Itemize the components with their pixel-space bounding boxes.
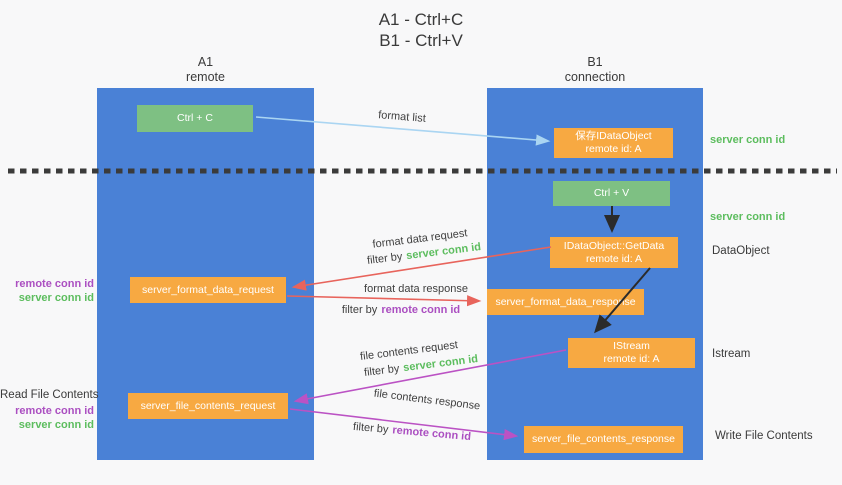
server-format-data-request-box: server_format_data_request — [130, 277, 286, 303]
istream-box: IStream remote id: A — [568, 338, 695, 368]
remote-conn-id-label: remote conn id — [15, 405, 94, 417]
filter-by-text: filter by — [366, 250, 404, 267]
ctrl-c-box: Ctrl + C — [137, 105, 253, 132]
title-line-1: A1 - Ctrl+C — [378, 10, 464, 29]
server-file-contents-request-label: server_file_contents_request — [140, 399, 276, 412]
remote-conn-id-key: remote conn id — [381, 304, 461, 316]
server-format-data-request-label: server_format_data_request — [142, 283, 274, 296]
save-dataobject-box: 保存IDataObject remote id: A — [554, 128, 673, 158]
getdata-line1: IDataObject::GetData — [563, 239, 665, 252]
lane-header-b1: B1 connection — [487, 55, 703, 84]
server-file-contents-request-box: server_file_contents_request — [128, 393, 288, 419]
lane-b1-title: B1 — [587, 55, 603, 69]
lane-a1-subtitle: remote — [186, 69, 225, 84]
filter-by-text: filter by — [352, 420, 389, 436]
file-contents-response-label: file contents response — [373, 387, 481, 413]
title-line-2: B1 - Ctrl+V — [379, 31, 463, 50]
istream-line1: IStream — [613, 340, 650, 352]
server-file-contents-response-label: server_file_contents_response — [531, 433, 675, 445]
istream-line2: remote id: A — [603, 353, 660, 365]
format-conn-id-labels-left: remote conn id server conn id — [0, 277, 94, 305]
server-conn-id-label-mid: server conn id — [710, 211, 786, 223]
filter-by-text: filter by — [363, 362, 401, 379]
server-conn-id-label-top: server conn id — [710, 134, 786, 146]
write-file-contents-label: Write File Contents — [715, 430, 813, 442]
file-conn-id-labels-left: remote conn id server conn id — [0, 404, 94, 432]
server-file-contents-response-box: server_file_contents_response — [524, 426, 683, 453]
getdata-box: IDataObject::GetData remote id: A — [550, 237, 678, 268]
dataobject-label: DataObject — [712, 245, 770, 257]
server-format-data-response-box: server_format_data_response — [487, 289, 644, 315]
lane-a1-title: A1 — [197, 55, 214, 69]
server-conn-id-label: server conn id — [18, 292, 94, 304]
lane-b1-subtitle: connection — [564, 69, 626, 84]
save-dataobject-line2: remote id: A — [585, 143, 642, 155]
server-conn-id-label: server conn id — [18, 419, 94, 431]
format-list-label: format list — [377, 109, 427, 125]
lane-header-a1: A1 remote — [97, 55, 314, 84]
ctrl-c-label: Ctrl + C — [177, 112, 213, 124]
read-file-contents-label: Read File Contents — [0, 389, 99, 401]
diagram-title: A1 - Ctrl+C B1 - Ctrl+V — [0, 9, 842, 51]
save-dataobject-line1: 保存IDataObject — [575, 130, 652, 142]
format-data-response-arrow — [286, 295, 482, 307]
format-data-response-label: format data response — [364, 283, 468, 295]
remote-conn-id-label: remote conn id — [15, 278, 94, 290]
getdata-line2: remote id: A — [585, 252, 643, 265]
server-format-data-response-label: server_format_data_response — [495, 295, 636, 308]
ctrl-v-box: Ctrl + V — [553, 181, 670, 206]
filter-by-text: filter by — [341, 304, 378, 316]
ctrl-v-label: Ctrl + V — [593, 187, 630, 199]
remote-conn-id-key: remote conn id — [391, 424, 472, 444]
istream-side-label: Istream — [712, 348, 751, 360]
